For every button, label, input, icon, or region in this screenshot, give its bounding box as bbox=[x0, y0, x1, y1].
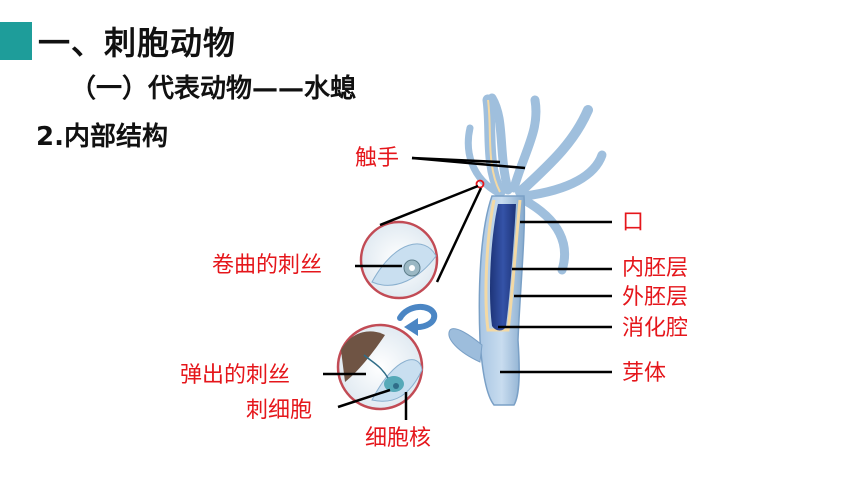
label-gastric-cavity: 消化腔 bbox=[622, 316, 689, 341]
hydra-bud bbox=[448, 328, 483, 363]
title-accent-bar bbox=[0, 22, 32, 60]
label-coiled-thread: 卷曲的刺丝 bbox=[212, 253, 323, 278]
inset-ejected-thread bbox=[336, 323, 424, 411]
label-bud: 芽体 bbox=[622, 361, 667, 386]
label-ejected-thread: 弹出的刺丝 bbox=[180, 363, 291, 388]
slide-subtitle: （一）代表动物——水螅 bbox=[70, 74, 357, 104]
leader-lines bbox=[323, 156, 612, 420]
label-ectoderm: 外胚层 bbox=[622, 285, 689, 310]
section-heading: 2.内部结构 bbox=[36, 122, 168, 152]
label-mouth: 口 bbox=[622, 210, 645, 235]
label-endoderm: 内胚层 bbox=[622, 256, 689, 281]
label-cnidocyte: 刺细胞 bbox=[246, 398, 313, 423]
cnidocyte-location-marker bbox=[475, 179, 485, 189]
gastric-cavity bbox=[490, 204, 516, 331]
curved-arrow-icon bbox=[397, 304, 438, 336]
label-tentacle: 触手 bbox=[355, 146, 400, 171]
inset-coiled-thread bbox=[359, 220, 439, 300]
label-nucleus: 细胞核 bbox=[365, 426, 432, 451]
slide-title: 一、刺胞动物 bbox=[38, 24, 237, 62]
